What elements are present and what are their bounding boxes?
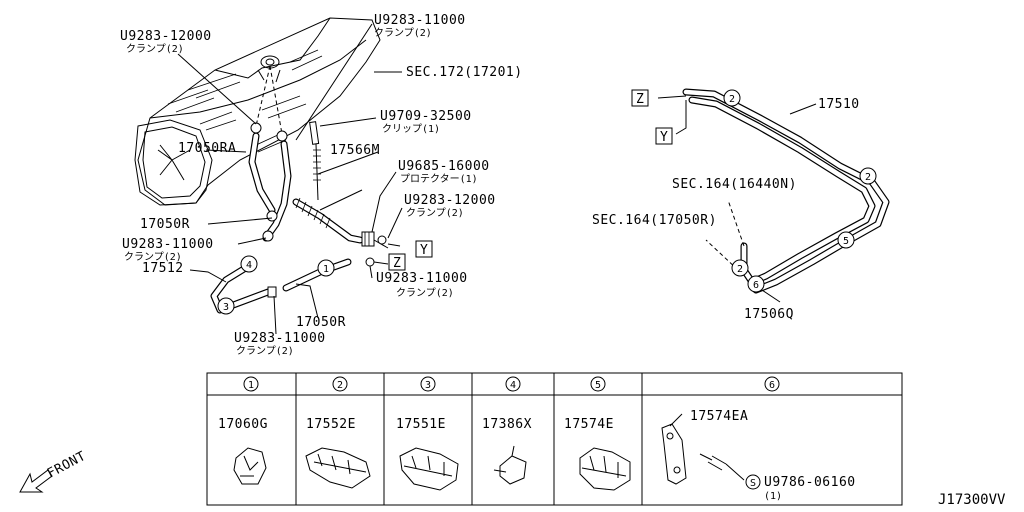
callout-note: クランプ(2) — [396, 287, 454, 299]
legend-part: 17552E — [306, 417, 356, 432]
callout-label: 17050RA — [178, 141, 236, 156]
callout-label: U9283-11000 — [122, 237, 214, 252]
leader-lines-right — [657, 95, 817, 303]
tag-y: Y — [420, 243, 428, 258]
callout-label: SEC.164(16440N) — [672, 177, 797, 192]
legend-table: 1 2 3 4 5 6 17060G 17552E 17551E 17386X … — [206, 372, 903, 506]
legend-num: 2 — [337, 380, 343, 391]
legend-num: 6 — [769, 380, 775, 391]
callout-label: U9283-11000 — [376, 271, 468, 286]
circle-mark: 2 — [865, 172, 871, 183]
callout-note: クランプ(2) — [406, 207, 464, 219]
legend-extra-qty: (1) — [764, 491, 782, 502]
circle-mark: 2 — [729, 94, 735, 105]
legend-part: 17551E — [396, 417, 446, 432]
labels-right: 17510 SEC.164(16440N) SEC.164(17050R) 17… — [592, 97, 860, 322]
legend-extra-mark: S — [750, 478, 756, 489]
tag-y: Y — [660, 130, 668, 145]
legend-sketches — [233, 413, 745, 491]
legend-num: 5 — [595, 380, 601, 391]
callout-label: 17566M — [330, 143, 380, 158]
callout-label: SEC.164(17050R) — [592, 213, 717, 228]
callout-note: クリップ(1) — [382, 123, 440, 135]
callout-note: クランプ(2) — [374, 27, 432, 39]
connector-tags-left: Y Z — [388, 240, 433, 271]
legend-part: 17060G — [218, 417, 268, 432]
circle-marks-right: 2 2 5 2 6 — [723, 89, 877, 293]
callout-label: 17050R — [296, 315, 346, 330]
connector-tags-right: Z Y — [631, 89, 673, 145]
circle-mark: 2 — [737, 264, 743, 275]
tag-z: Z — [636, 92, 644, 107]
callout-note: クランプ(2) — [124, 251, 182, 263]
circle-mark: 4 — [246, 260, 252, 271]
legend-extra-part: U9786-06160 — [764, 475, 856, 490]
legend-part: 17386X — [482, 417, 532, 432]
callout-label: U9283-11000 — [234, 331, 326, 346]
circle-mark: 5 — [843, 236, 849, 247]
labels-left: U9283-12000 クランプ(2) U9283-11000 クランプ(2) … — [120, 13, 523, 357]
leader-lines-left — [177, 23, 403, 335]
diagram-id: J17300VV — [938, 492, 1006, 508]
legend-part: 17574E — [564, 417, 614, 432]
callout-label: U9283-12000 — [120, 29, 212, 44]
callout-label: 17506Q — [744, 307, 794, 322]
callout-label: U9709-32500 — [380, 109, 472, 124]
callout-label: 17510 — [818, 97, 860, 112]
callout-note: クランプ(2) — [236, 345, 294, 357]
callout-label: 17512 — [142, 261, 184, 276]
legend-num: 3 — [425, 380, 431, 391]
circle-mark: 1 — [323, 264, 329, 275]
circle-mark: 3 — [223, 302, 229, 313]
tag-z: Z — [393, 256, 401, 271]
circle-mark: 6 — [753, 280, 759, 291]
legend-part: 17574EA — [690, 409, 748, 424]
callout-label: U9283-11000 — [374, 13, 466, 28]
callout-label: U9283-12000 — [404, 193, 496, 208]
circle-marks-left: 4 3 1 — [217, 255, 335, 315]
front-label: FRONT — [45, 449, 89, 482]
callout-note: クランプ(2) — [126, 43, 184, 55]
legend-num: 1 — [248, 380, 254, 391]
callout-label: SEC.172(17201) — [406, 65, 523, 80]
callout-note: プロテクター(1) — [400, 173, 478, 185]
front-arrow: FRONT — [19, 449, 89, 493]
legend-num: 4 — [510, 380, 516, 391]
callout-label: 17050R — [140, 217, 190, 232]
callout-label: U9685-16000 — [398, 159, 490, 174]
